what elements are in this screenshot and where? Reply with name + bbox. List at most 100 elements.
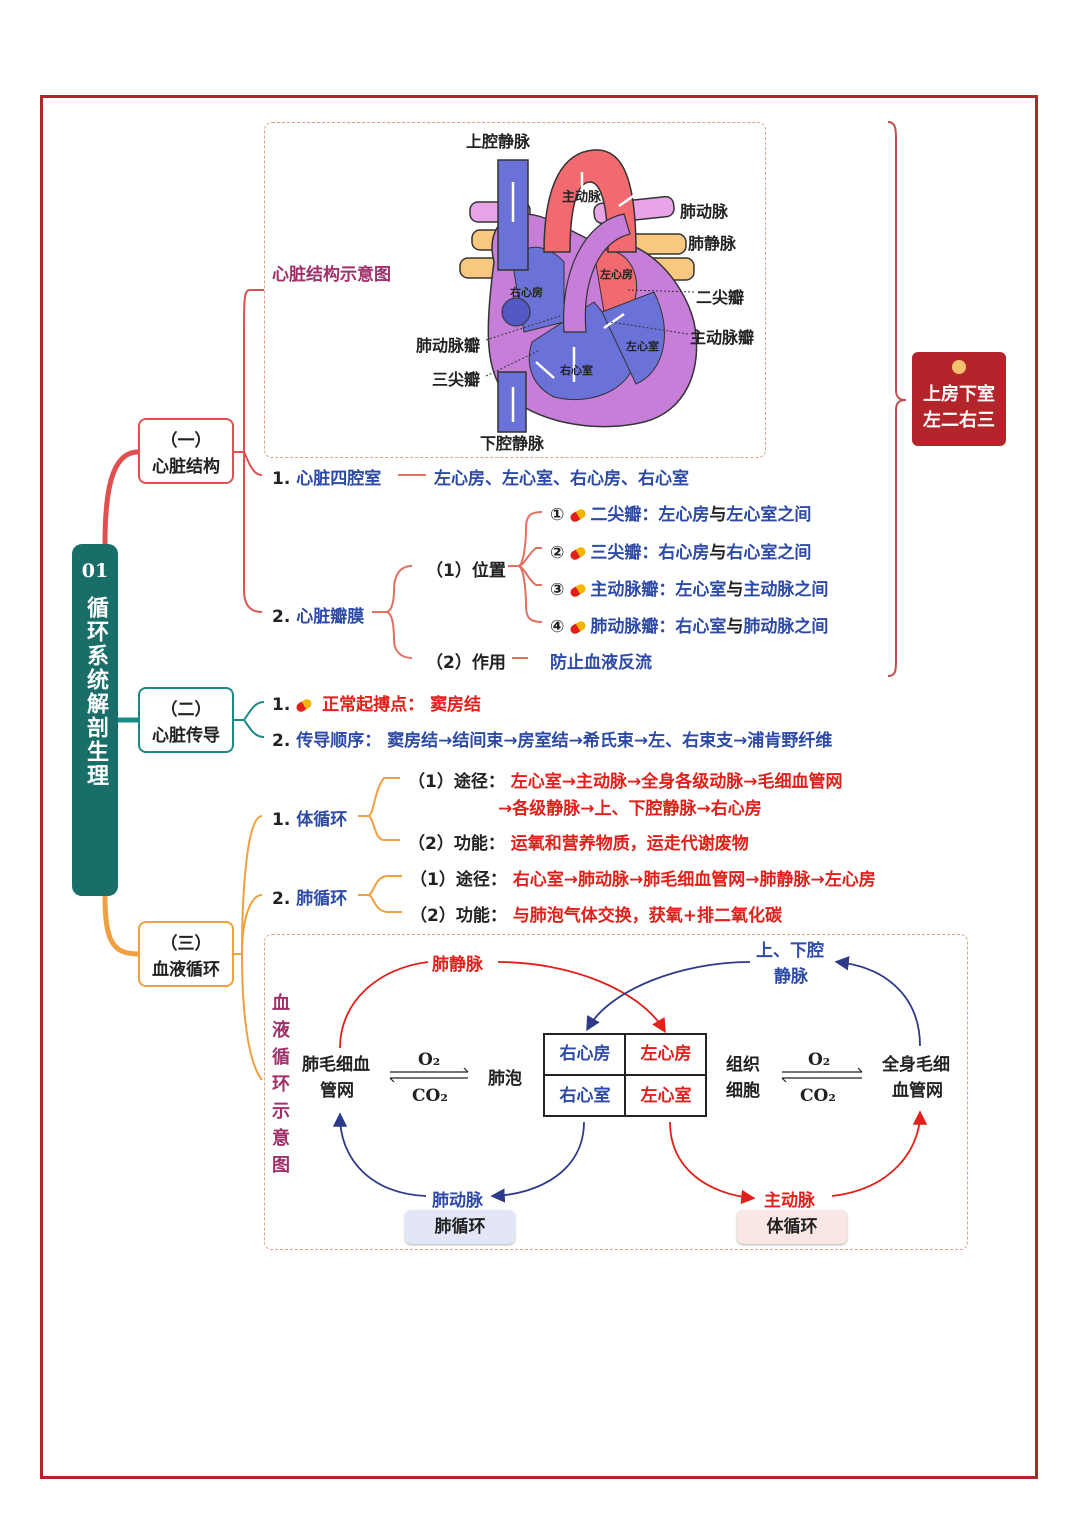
diagram-vena-cava-line1: 上、下腔	[756, 941, 824, 961]
pulmonary-func-value: 与肺泡气体交换，获氧+排二氧化碳	[512, 906, 783, 926]
label-mitral: 二尖瓣	[696, 288, 745, 307]
function-label: （2）作用	[426, 653, 506, 673]
valve-from: 右心房	[658, 543, 710, 563]
pulmonary-label: 肺循环	[296, 889, 348, 909]
diagram-lung-capillary-line2: 管网	[320, 1081, 354, 1101]
systemic-func-value: 运氧和营养物质，运走代谢废物	[510, 834, 749, 854]
pulmonary-route-label: （1）途径：	[410, 870, 507, 890]
valve-to: 肺动脉之间	[743, 617, 829, 637]
valve-from: 左心房	[658, 505, 710, 525]
label-right-atrium: 右心房	[510, 286, 543, 299]
circulation-diagram-box	[264, 934, 968, 1250]
diagram-right-ventricle: 右心室	[559, 1086, 611, 1106]
mnemonic-line-1: 上房下室	[923, 384, 995, 405]
section-conduction-num: （二）	[160, 700, 212, 720]
systemic-item: 1. 体循环	[272, 805, 347, 830]
diagram-left-atrium: 左心房	[640, 1044, 692, 1064]
diagram-lung-capillary-line1: 肺毛细血	[302, 1055, 370, 1075]
heart-illustration	[459, 149, 698, 433]
diagram-co2-left: CO₂	[412, 1086, 448, 1106]
valve-from: 左心室	[675, 580, 727, 600]
section-conduction-title: 心脏传导	[152, 726, 220, 746]
order-num: 2.	[272, 731, 291, 751]
valves-num: 2.	[272, 607, 291, 627]
diagram-aorta: 主动脉	[764, 1191, 815, 1211]
valve-index: ②	[550, 543, 565, 563]
label-left-ventricle: 左心室	[626, 340, 659, 353]
order-value: 窦房结→结间束→房室结→希氏束→左、右束支→浦肯野纤维	[387, 731, 833, 751]
diagram-body-capillary-line1: 全身毛细	[882, 1055, 950, 1075]
valve-to: 主动脉之间	[743, 580, 829, 600]
page-frame	[40, 95, 1038, 1479]
systemic-route-value-1: 左心室→主动脉→全身各级动脉→毛细血管网	[510, 772, 843, 792]
pulmonary-circulation-badge: 肺循环	[405, 1210, 515, 1244]
pulmonary-function: （2）功能： 与肺泡气体交换，获氧+排二氧化碳	[410, 901, 782, 926]
chambers-label: 心脏四腔室	[296, 469, 382, 489]
pulmonary-route-value: 右心室→肺动脉→肺毛细血管网→肺静脉→左心房	[512, 870, 876, 890]
label-aortic-valve: 主动脉瓣	[690, 328, 755, 347]
heart-diagram-box	[264, 122, 766, 458]
valve-name: 肺动脉瓣：	[590, 617, 676, 637]
valve-connector: 与	[709, 505, 727, 525]
diagram-left-ventricle: 左心室	[640, 1086, 692, 1106]
section-conduction: （二） 心脏传导	[138, 687, 234, 753]
diagram-pulmonary-artery: 肺动脉	[432, 1191, 483, 1211]
valve-item: ② 三尖瓣：右心房与右心室之间	[550, 538, 811, 563]
systemic-route-label: （1）途径：	[408, 772, 505, 792]
pacemaker-value: 窦房结	[430, 695, 482, 715]
mnemonic-tag: 上房下室 左二右三	[912, 352, 1006, 446]
diagram-tissue-line1: 组织	[726, 1055, 760, 1075]
valve-name: 三尖瓣：	[590, 543, 659, 563]
conduction-order-item: 2. 传导顺序： 窦房结→结间束→房室结→希氏束→左、右束支→浦肯野纤维	[272, 726, 832, 751]
valves-item: 2. 心脏瓣膜	[272, 602, 364, 627]
label-pulmonary-vein: 肺静脉	[688, 234, 737, 253]
heart-diagram-caption: 心脏结构示意图	[272, 265, 391, 285]
position-label: （1）位置	[426, 561, 506, 581]
pulmonary-num: 2.	[272, 889, 291, 909]
valve-index: ①	[550, 505, 565, 525]
chambers-num: 1.	[272, 469, 291, 489]
label-left-atrium: 左心房	[600, 268, 633, 281]
pulmonary-route: （1）途径： 右心室→肺动脉→肺毛细血管网→肺静脉→左心房	[410, 865, 876, 890]
pacemaker-item: 1. 正常起搏点： 窦房结	[272, 690, 481, 715]
systemic-circulation-badge: 体循环	[737, 1210, 847, 1244]
section-blood-circulation: （三） 血液循环	[138, 921, 234, 987]
valve-item: ④ 肺动脉瓣：右心室与肺动脉之间	[550, 612, 828, 637]
systemic-route-value-2: →各级静脉→上、下腔静脉→右心房	[498, 799, 762, 819]
section-circulation-num: （三）	[160, 934, 212, 954]
label-aorta: 主动脉	[562, 190, 602, 205]
section-heart-structure: （一） 心脏结构	[138, 418, 234, 484]
valves-label: 心脏瓣膜	[296, 607, 365, 627]
pulmonary-func-label: （2）功能：	[410, 906, 507, 926]
diagram-right-atrium: 右心房	[559, 1044, 611, 1064]
valve-index: ④	[550, 617, 565, 637]
function-value: 防止血液反流	[550, 653, 652, 673]
systemic-function: （2）功能： 运氧和营养物质，运走代谢废物	[408, 829, 749, 854]
systemic-label: 体循环	[296, 810, 348, 830]
pulmonary-item: 2. 肺循环	[272, 884, 347, 909]
section-circulation-title: 血液循环	[152, 960, 220, 980]
valve-connector: 与	[726, 580, 744, 600]
systemic-route: （1）途径： 左心室→主动脉→全身各级动脉→毛细血管网	[408, 767, 843, 792]
pacemaker-num: 1.	[272, 695, 291, 715]
diagram-pulmonary-vein: 肺静脉	[432, 955, 483, 975]
valve-connector: 与	[726, 617, 744, 637]
label-ivc: 下腔静脉	[480, 434, 545, 453]
valve-connector: 与	[709, 543, 727, 563]
label-right-ventricle: 右心室	[560, 364, 593, 377]
circulation-diagram-caption: 血液循环示意图	[272, 993, 290, 1176]
diagram-vena-cava-line2: 静脉	[774, 967, 808, 987]
diagram-body-capillary-line2: 血管网	[892, 1081, 943, 1101]
diagram-o2-left: O₂	[418, 1050, 441, 1070]
label-svc: 上腔静脉	[466, 132, 531, 151]
diagram-o2-right: O₂	[808, 1050, 831, 1070]
label-pulmonary-artery: 肺动脉	[680, 202, 729, 221]
valve-to: 右心室之间	[726, 543, 812, 563]
label-pulmonary-valve: 肺动脉瓣	[416, 336, 481, 355]
valve-from: 右心室	[675, 617, 727, 637]
